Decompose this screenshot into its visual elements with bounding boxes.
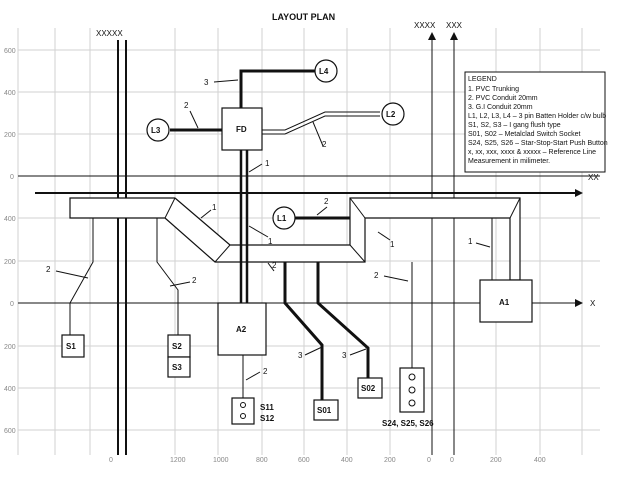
a1-box <box>479 279 533 323</box>
bottom-tick: 1000 <box>213 457 229 464</box>
callout-number: 3 <box>342 351 347 360</box>
button-dot <box>408 386 416 394</box>
socket-s01 <box>313 399 339 421</box>
legend-line: x, xx, xxx, xxxx & xxxxx – Reference Lin… <box>468 149 596 156</box>
callout-number: 2 <box>324 197 329 206</box>
arrowhead-xx <box>575 189 583 197</box>
bottom-tick: 0 <box>427 457 431 464</box>
lamp-l1-label: L1 <box>277 214 287 223</box>
callout-number: 1 <box>212 203 217 212</box>
fd-label: FD <box>236 125 247 134</box>
fd-box <box>221 107 263 151</box>
a2-label: A2 <box>236 325 247 334</box>
legend-box <box>464 71 606 173</box>
lamp-l4 <box>314 59 338 83</box>
bottom-tick: 400 <box>341 457 353 464</box>
legend-line: 2. PVC Conduit 20mm <box>468 95 538 102</box>
bottom-tick: 600 <box>298 457 310 464</box>
ref-label-xx: XX <box>588 173 599 182</box>
lamp-l2 <box>381 102 405 126</box>
legend-line: 1. PVC Trunking <box>468 86 519 93</box>
button-dot <box>240 402 246 408</box>
bottom-tick: 800 <box>256 457 268 464</box>
legend-line: S1, S2, S3 – I gang flush type <box>468 122 561 129</box>
pushbutton-station <box>399 367 425 413</box>
left-tick: 600 <box>4 48 16 55</box>
lamp-l1 <box>272 206 296 230</box>
bottom-tick: 200 <box>384 457 396 464</box>
button-dot <box>408 399 416 407</box>
switch-s12-label: S12 <box>260 414 275 423</box>
callout-number: 2 <box>46 265 51 274</box>
callout-number: 1 <box>268 237 273 246</box>
bottom-tick: 1200 <box>170 457 186 464</box>
arrowhead-xxxx <box>428 32 436 40</box>
callout-number: 2 <box>184 101 189 110</box>
left-tick: 400 <box>4 90 16 97</box>
switch-s3 <box>167 356 191 378</box>
socket-s02 <box>357 377 383 399</box>
legend-heading: LEGEND <box>468 76 497 83</box>
legend-line: L1, L2, L3, L4 – 3 pin Batten Holder c/w… <box>468 113 606 120</box>
switch-s2-label: S2 <box>172 342 182 351</box>
bottom-tick-labels: 0 1200 1000 800 600 400 200 0 0 200 400 <box>109 457 546 464</box>
bottom-tick: 200 <box>490 457 502 464</box>
callout-number: 2 <box>374 271 379 280</box>
callout-number: 2 <box>192 276 197 285</box>
switch-s1-label: S1 <box>66 342 76 351</box>
legend-line: S24, S25, S26 – Star-Stop-Start Push But… <box>468 140 608 147</box>
arrowhead-x <box>575 299 583 307</box>
switch-s3-label: S3 <box>172 363 182 372</box>
socket-s01-label: S01 <box>317 406 332 415</box>
switch-s11-label: S11 <box>260 403 274 412</box>
callout-number: 3 <box>204 78 209 87</box>
legend-line: Measurement in milimeter. <box>468 158 550 165</box>
left-tick: 200 <box>4 259 16 266</box>
ref-label-xxx: XXX <box>446 21 463 30</box>
a2-box <box>217 302 267 356</box>
left-tick: 0 <box>10 301 14 308</box>
left-tick: 200 <box>4 344 16 351</box>
bottom-tick: 0 <box>109 457 113 464</box>
left-tick: 400 <box>4 386 16 393</box>
callout-number: 2 <box>263 367 268 376</box>
callout-number: 2 <box>322 140 327 149</box>
left-tick: 600 <box>4 428 16 435</box>
callout-number: 3 <box>298 351 303 360</box>
bottom-tick: 0 <box>450 457 454 464</box>
lamp-l3-label: L3 <box>151 126 161 135</box>
socket-s02-label: S02 <box>361 384 376 393</box>
reference-lines <box>18 32 600 455</box>
ref-label-x: X <box>590 299 596 308</box>
button-dot <box>240 413 246 419</box>
lamp-l2-label: L2 <box>386 110 396 119</box>
left-tick: 200 <box>4 132 16 139</box>
pvc-trunking <box>69 197 521 281</box>
conduits <box>69 69 413 400</box>
callouts: 3 2 1 2 1 2 1 1 2 2 2 1 2 3 3 2 <box>46 78 491 381</box>
switch-s1 <box>61 334 85 358</box>
diagram-title: LAYOUT PLAN <box>272 12 335 22</box>
callout-number: 1 <box>390 240 395 249</box>
legend-line: 3. G.I Conduit 20mm <box>468 104 533 111</box>
callout-number: 1 <box>468 237 473 246</box>
ref-label-xxxxx: XXXXX <box>96 29 123 38</box>
legend: LEGEND 1. PVC Trunking 2. PVC Conduit 20… <box>464 71 608 173</box>
a1-label: A1 <box>499 298 510 307</box>
left-tick: 0 <box>10 174 14 181</box>
left-tick: 400 <box>4 216 16 223</box>
ref-label-xxxx: XXXX <box>414 21 436 30</box>
lamp-l4-label: L4 <box>319 67 329 76</box>
arrowhead-xxx <box>450 32 458 40</box>
lamp-l3 <box>146 118 170 142</box>
callout-number: 2 <box>272 261 277 270</box>
callout-number: 1 <box>265 159 270 168</box>
legend-line: S01, S02 – Metalclad Switch Socket <box>468 131 581 138</box>
bottom-tick: 400 <box>534 457 546 464</box>
button-dot <box>408 373 416 381</box>
switch-s11-s12 <box>231 397 255 425</box>
pushbutton-label: S24, S25, S26 <box>382 419 434 428</box>
left-tick-labels: 600 400 200 0 400 200 0 200 400 600 <box>4 48 16 435</box>
